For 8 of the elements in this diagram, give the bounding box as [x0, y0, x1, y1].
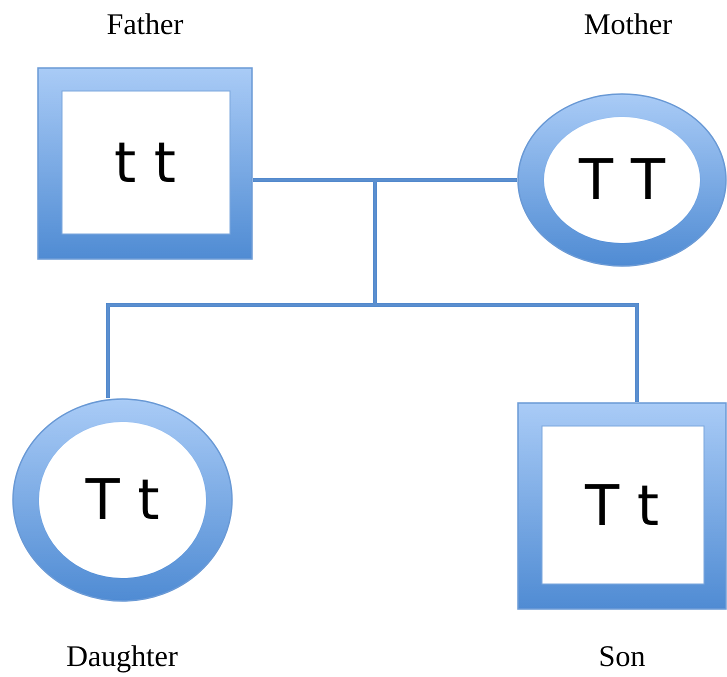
genotype-label: t t	[114, 131, 176, 196]
genotype-label: T T	[578, 148, 666, 212]
person-label: Daughter	[66, 640, 178, 674]
person-label: Father	[106, 8, 184, 42]
person-label: Son	[598, 640, 646, 674]
genotype-label: T t	[86, 468, 160, 532]
genotype-label: T t	[585, 474, 659, 538]
person-label: Mother	[584, 8, 672, 42]
